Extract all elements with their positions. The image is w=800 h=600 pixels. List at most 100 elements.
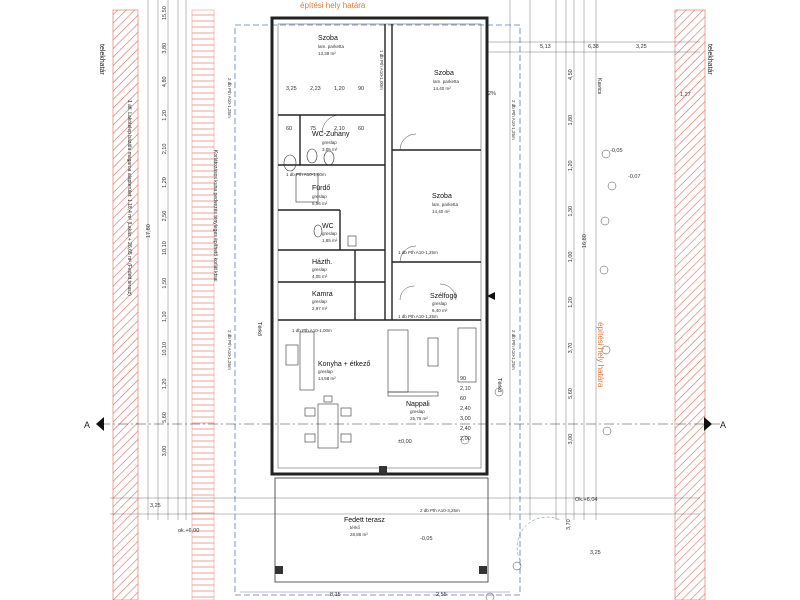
right-dims-label: 1,80: [568, 115, 574, 126]
svg-text:térkő: térkő: [350, 525, 361, 530]
left-dims-label: 1,50: [162, 278, 168, 289]
room-wc: WC greslap 1,85 m²: [322, 223, 338, 243]
svg-text:lam. parketta: lam. parketta: [433, 79, 460, 84]
svg-text:greslap: greslap: [312, 194, 327, 199]
room-szoba-2: Szoba lam. parketta 14,40 m²: [433, 70, 460, 91]
svg-text:13,39 m²: 13,39 m²: [318, 51, 336, 56]
room-nappali: Nappali greslap 25,76 m²: [406, 401, 430, 421]
bottom-dims-label: 2,55: [436, 592, 447, 598]
plot-boundary-label-right: telekhatár: [706, 44, 713, 75]
left-dims-label: 10,10: [162, 241, 168, 255]
room-furdo: Fürdő greslap 5,96 m²: [312, 185, 330, 206]
room-konyha-etkezo: Konyha + étkező greslap 14,58 m²: [318, 361, 370, 381]
section-label-right: A: [720, 420, 726, 430]
svg-text:1,85 m²: 1,85 m²: [322, 238, 338, 243]
door-swings: [321, 114, 561, 561]
room-szoba-3: Szoba lam. parketta 14,40 m²: [432, 193, 459, 214]
right-dims-label: 5,13: [540, 44, 551, 50]
interior-dims-label: 2,10: [460, 386, 471, 392]
room-szelfogo: Szélfogó greslap 6,40 m²: [430, 293, 457, 313]
window-label-3: 1 db Pth A10-1,25m: [398, 314, 438, 319]
svg-text:Szoba: Szoba: [432, 193, 452, 200]
svg-text:greslap: greslap: [410, 409, 425, 414]
interior-dims-label: 90: [460, 376, 466, 382]
total-dim-left: 17,80: [146, 224, 152, 238]
svg-text:Házth.: Házth.: [312, 259, 332, 266]
svg-text:Fürdő: Fürdő: [312, 185, 330, 192]
left-dims-label: 1,20: [162, 177, 168, 188]
interior-dims-label: 60: [460, 396, 466, 402]
interior-dims-label: 2,23: [310, 86, 321, 92]
left-dims-label: 3,80: [162, 43, 168, 54]
svg-text:greslap: greslap: [432, 301, 447, 306]
svg-text:Kamra: Kamra: [312, 291, 333, 298]
right-dims-label: 3,25: [636, 44, 647, 50]
left-dims-label: 15,50: [162, 6, 168, 20]
left-dims-label: 4,80: [162, 76, 168, 87]
left-dims-label: 1,10: [162, 311, 168, 322]
interior-dims-label: 3,25: [286, 86, 297, 92]
left-dims-label: 5,60: [162, 412, 168, 423]
left-dims-label: 2,10: [162, 144, 168, 155]
window-label-6: 2 db Pth A10-1,25m: [227, 330, 232, 370]
bottom-dims-label: 8,15: [330, 592, 341, 598]
total-dim-right: 16,80: [582, 234, 588, 248]
level-ok-right: Ok.+6,04: [575, 497, 597, 503]
right-dims-label: 5,60: [568, 388, 574, 399]
svg-text:greslap: greslap: [312, 267, 327, 272]
interior-dims-label: 2,40: [460, 426, 471, 432]
window-label-2: 1 db Pth A10-1,25m: [398, 250, 438, 255]
level-right-127: 1,27: [680, 92, 691, 98]
entrance-arrow: [487, 292, 495, 300]
window-label-8: 1 db Pth A10-1,00m: [379, 50, 384, 90]
section-marker-right: [704, 417, 712, 431]
right-dims-label: 1,30: [568, 206, 574, 217]
right-dims-label: 4,50: [568, 69, 574, 80]
terrace-column-right: [479, 566, 487, 574]
interior-dims-label: 75: [310, 126, 316, 132]
svg-text:14,40 m²: 14,40 m²: [432, 209, 450, 214]
gravel-label: Kavics: [596, 78, 602, 94]
room-fedett-terasz: Fedett terasz térkő 28,85 m²: [344, 517, 385, 537]
svg-text:Fedett terasz: Fedett terasz: [344, 517, 385, 524]
bottom-dims-label: 3,25: [150, 503, 161, 509]
window-label-7: 2 db Pth A10-3,25m: [420, 508, 460, 513]
terrace-column-left: [275, 566, 283, 574]
svg-text:14,40 m²: 14,40 m²: [433, 86, 451, 91]
paving-label-left: Térkő: [256, 322, 262, 336]
svg-text:greslap: greslap: [322, 140, 337, 145]
paving-label-right: Térkő: [496, 378, 502, 392]
section-label-left: A: [84, 420, 90, 430]
interior-dims-label: 2,10: [334, 126, 345, 132]
right-dims-label: 3,70: [568, 343, 574, 354]
svg-text:14,58 m²: 14,58 m²: [318, 376, 336, 381]
bottom-dims-label: 3,70: [566, 519, 572, 530]
left-dimension-stack: 15,503,804,801,202,101,202,5010,101,501,…: [162, 6, 168, 456]
interior-dims-label: 2,00: [460, 436, 471, 442]
window-label-10: 2 db Pth A10-1,25m: [511, 330, 516, 370]
svg-text:4,05 m²: 4,05 m²: [312, 274, 328, 279]
svg-text:Konyha + étkező: Konyha + étkező: [318, 361, 370, 368]
building-envelope-line: [234, 24, 521, 596]
left-dims-label: 3,00: [162, 446, 168, 457]
svg-text:28,85 m²: 28,85 m²: [350, 532, 368, 537]
furniture: [283, 148, 477, 449]
potted-plants: [460, 149, 617, 600]
terrace-column-mid: [379, 466, 387, 474]
window-label-5: 2 db Pth A10-1,25m: [227, 78, 232, 118]
level-right-m007: -0,07: [628, 174, 641, 180]
left-fence-strip: [191, 9, 215, 600]
svg-text:5,96 m²: 5,96 m²: [312, 201, 328, 206]
svg-text:WC: WC: [322, 223, 334, 230]
svg-text:3,05 m²: 3,05 m²: [322, 147, 338, 152]
window-label-1: 1 db Pth A10-1,00m: [286, 172, 326, 177]
right-dims-label: 3,00: [568, 434, 574, 445]
svg-text:25,76 m²: 25,76 m²: [410, 416, 428, 421]
right-dims-label: 1,00: [568, 252, 574, 263]
right-dims-label: 6,38: [588, 44, 599, 50]
svg-text:greslap: greslap: [318, 369, 333, 374]
terrace-level: -0,05: [420, 536, 433, 542]
